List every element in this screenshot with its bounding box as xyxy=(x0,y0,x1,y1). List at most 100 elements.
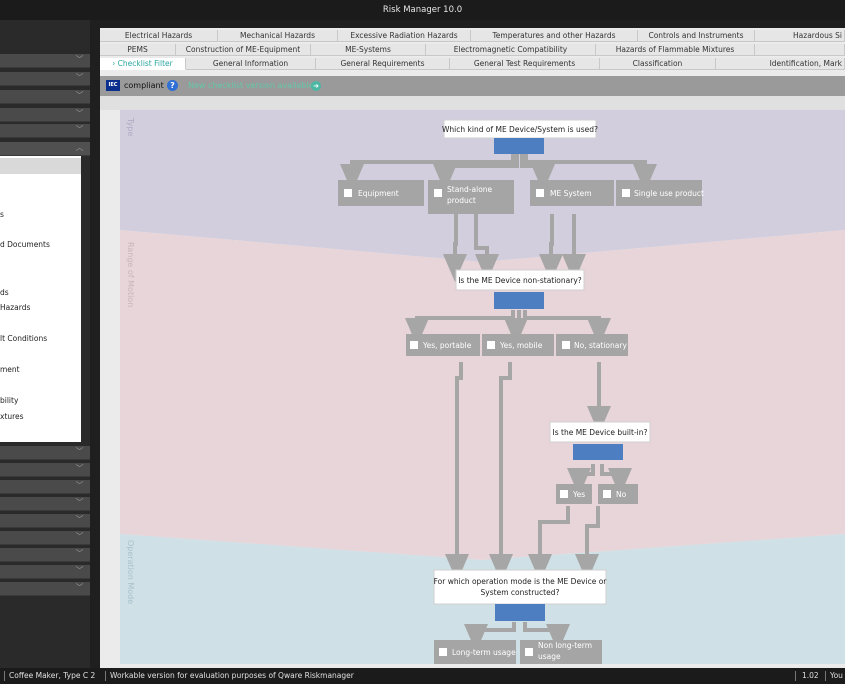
sidebar-panel: s d Documents ds Hazards lt Conditions m… xyxy=(0,156,81,442)
sidebar-item[interactable]: s xyxy=(0,210,4,219)
tab-empty[interactable] xyxy=(755,44,845,56)
tab-classification[interactable]: Classification xyxy=(600,58,716,70)
chevron-down-icon: ﹀ xyxy=(75,464,84,473)
tab-construction-me-equipment[interactable]: Construction of ME-Equipment xyxy=(176,44,311,56)
sidebar-section-5[interactable]: ﹀ xyxy=(0,124,90,138)
sidebar-section-14[interactable]: ﹀ xyxy=(0,565,90,579)
tab-identification-marking[interactable]: Identification, Mark xyxy=(716,58,845,70)
answer-bar-2 xyxy=(494,292,544,309)
sidebar-section-7[interactable]: ﹀ xyxy=(0,446,90,460)
chevron-down-icon: ﹀ xyxy=(75,447,84,456)
tab-hazardous-situations[interactable]: Hazardous Si xyxy=(755,30,845,42)
sidebar-section-1[interactable]: ﹀ xyxy=(0,54,90,68)
sidebar-item[interactable]: xtures xyxy=(0,412,24,421)
checkbox[interactable] xyxy=(603,490,611,498)
checkbox[interactable] xyxy=(487,341,495,349)
band-label-motion: Range of Motion xyxy=(126,242,135,307)
option-non-long-label-2: usage xyxy=(538,652,561,661)
sidebar-item[interactable]: bility xyxy=(0,396,19,405)
tab-general-requirements[interactable]: General Requirements xyxy=(316,58,450,70)
question-non-stationary-text: Is the ME Device non-stationary? xyxy=(458,276,582,285)
sidebar-section-open[interactable]: ︿ xyxy=(0,142,90,156)
compliance-status: compliant xyxy=(124,81,164,90)
help-icon[interactable]: ? xyxy=(167,80,178,91)
option-yes-mobile[interactable]: Yes, mobile xyxy=(482,334,554,356)
tab-pems[interactable]: PEMS xyxy=(100,44,176,56)
question-device-kind-text: Which kind of ME Device/System is used? xyxy=(442,125,598,134)
sidebar: ﹀ ﹀ ﹀ ﹀ ﹀ ︿ s d Documents ds Hazards lt … xyxy=(0,20,90,668)
option-non-long-term-usage[interactable]: Non long-term usage xyxy=(520,640,602,664)
option-single-use-product[interactable]: Single use product xyxy=(616,180,704,206)
main-area: Electrical Hazards Mechanical Hazards Ex… xyxy=(90,20,845,668)
connectors xyxy=(340,152,657,652)
option-standalone-product[interactable]: Stand-alone product xyxy=(428,180,514,214)
option-long-term-usage[interactable]: Long-term usage xyxy=(434,640,516,664)
chevron-down-icon: ﹀ xyxy=(75,583,84,592)
flow-svg: Type Range of Motion Operation Mode xyxy=(120,110,845,664)
tab-electromagnetic-compatibility[interactable]: Electromagnetic Compatibility xyxy=(426,44,596,56)
tab-checklist-filter[interactable]: › Checklist Filter xyxy=(100,58,186,70)
answer-bar-4 xyxy=(495,604,545,621)
chevron-down-icon: ﹀ xyxy=(75,498,84,507)
checkbox[interactable] xyxy=(434,189,442,197)
chevron-up-icon: ︿ xyxy=(75,143,84,152)
sidebar-section-9[interactable]: ﹀ xyxy=(0,480,90,494)
sidebar-section-8[interactable]: ﹀ xyxy=(0,463,90,477)
status-version: 1.02 xyxy=(802,671,819,680)
chevron-down-icon: ﹀ xyxy=(75,73,84,82)
option-yes[interactable]: Yes xyxy=(556,484,592,504)
checkbox[interactable] xyxy=(525,648,533,656)
sidebar-section-13[interactable]: ﹀ xyxy=(0,548,90,562)
tab-controls-instruments[interactable]: Controls and Instruments xyxy=(638,30,755,42)
sidebar-section-15[interactable]: ﹀ xyxy=(0,582,90,596)
sidebar-selected-item[interactable] xyxy=(0,158,81,174)
sidebar-section-3[interactable]: ﹀ xyxy=(0,90,90,104)
checkbox[interactable] xyxy=(622,189,630,197)
arrow-right-icon[interactable]: ➜ xyxy=(311,81,321,91)
sidebar-item[interactable]: lt Conditions xyxy=(0,334,48,343)
sidebar-item[interactable]: d Documents xyxy=(0,240,50,249)
checkbox[interactable] xyxy=(439,648,447,656)
tab-excessive-radiation-hazards[interactable]: Excessive Radiation Hazards xyxy=(338,30,471,42)
question-operation-mode xyxy=(433,569,607,605)
tab-mechanical-hazards[interactable]: Mechanical Hazards xyxy=(218,30,338,42)
tab-hazards-flammable-mixtures[interactable]: Hazards of Flammable Mixtures xyxy=(596,44,755,56)
sidebar-section-12[interactable]: ﹀ xyxy=(0,531,90,545)
option-long-term-label: Long-term usage xyxy=(452,648,516,657)
option-no-label: No xyxy=(616,490,627,499)
sidebar-section-10[interactable]: ﹀ xyxy=(0,497,90,511)
tab-row-2: PEMS Construction of ME-Equipment ME-Sys… xyxy=(100,44,845,56)
option-yes-portable[interactable]: Yes, portable xyxy=(406,334,480,356)
option-equipment-label: Equipment xyxy=(358,189,399,198)
checkbox[interactable] xyxy=(410,341,418,349)
checkbox[interactable] xyxy=(536,189,544,197)
tab-temperatures-hazards[interactable]: Temperatures and other Hazards xyxy=(471,30,638,42)
sidebar-section-4[interactable]: ﹀ xyxy=(0,108,90,122)
status-separator xyxy=(4,671,5,681)
checkbox[interactable] xyxy=(344,189,352,197)
sidebar-item[interactable]: ment xyxy=(0,365,20,374)
sidebar-section-11[interactable]: ﹀ xyxy=(0,514,90,528)
tab-electrical-hazards[interactable]: Electrical Hazards xyxy=(100,30,218,42)
sidebar-item[interactable]: ds xyxy=(0,288,9,297)
checkbox[interactable] xyxy=(560,490,568,498)
checkbox[interactable] xyxy=(562,341,570,349)
sidebar-item[interactable]: Hazards xyxy=(0,303,31,312)
new-version-link[interactable]: New checklist version available xyxy=(188,81,314,90)
option-no-stationary[interactable]: No, stationary xyxy=(556,334,628,356)
tab-general-test-requirements[interactable]: General Test Requirements xyxy=(450,58,600,70)
window-title: Risk Manager 10.0 xyxy=(0,0,845,20)
tab-me-systems[interactable]: ME-Systems xyxy=(311,44,426,56)
chevron-down-icon: ﹀ xyxy=(75,481,84,490)
option-equipment[interactable]: Equipment xyxy=(338,180,424,206)
option-no[interactable]: No xyxy=(598,484,638,504)
answer-bar-3 xyxy=(573,444,623,460)
status-separator xyxy=(825,671,826,681)
sidebar-section-2[interactable]: ﹀ xyxy=(0,72,90,86)
option-portable-label: Yes, portable xyxy=(422,341,472,350)
chevron-down-icon: ﹀ xyxy=(75,566,84,575)
sidebar-header xyxy=(0,20,90,50)
chevron-down-icon: ﹀ xyxy=(75,91,84,100)
tab-general-information[interactable]: General Information xyxy=(186,58,316,70)
option-me-system[interactable]: ME System xyxy=(530,180,614,206)
